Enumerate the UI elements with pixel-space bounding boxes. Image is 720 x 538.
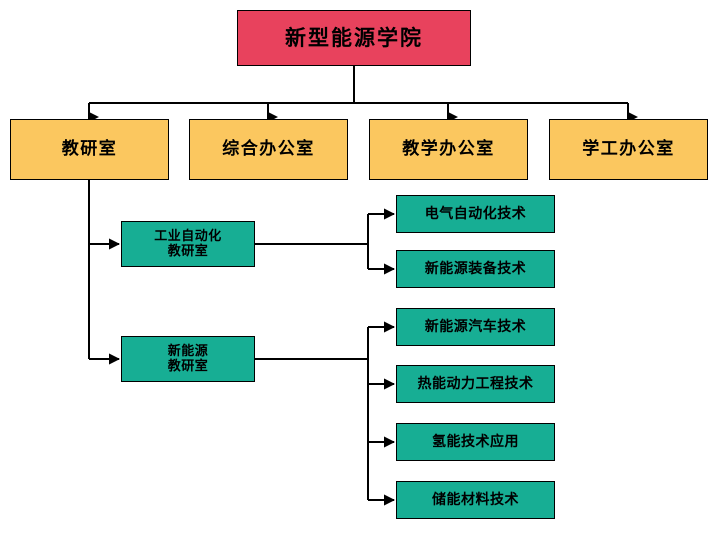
node-program-2[interactable]: 新能源装备技术 [396, 250, 555, 288]
node-program-1[interactable]: 电气自动化技术 [396, 195, 555, 233]
node-program-5[interactable]: 氢能技术应用 [396, 423, 555, 461]
node-division-academic-office[interactable]: 教学办公室 [369, 119, 528, 180]
node-program-6[interactable]: 储能材料技术 [396, 481, 555, 519]
node-division-teaching-research[interactable]: 教研室 [10, 119, 169, 180]
node-division-general-office[interactable]: 综合办公室 [189, 119, 348, 180]
node-office-industrial-automation[interactable]: 工业自动化 教研室 [121, 221, 255, 267]
node-division-student-affairs-office[interactable]: 学工办公室 [549, 119, 708, 180]
node-root-college[interactable]: 新型能源学院 [237, 10, 471, 66]
node-program-3[interactable]: 新能源汽车技术 [396, 308, 555, 346]
node-office-new-energy[interactable]: 新能源 教研室 [121, 336, 255, 382]
node-program-4[interactable]: 热能动力工程技术 [396, 365, 555, 403]
